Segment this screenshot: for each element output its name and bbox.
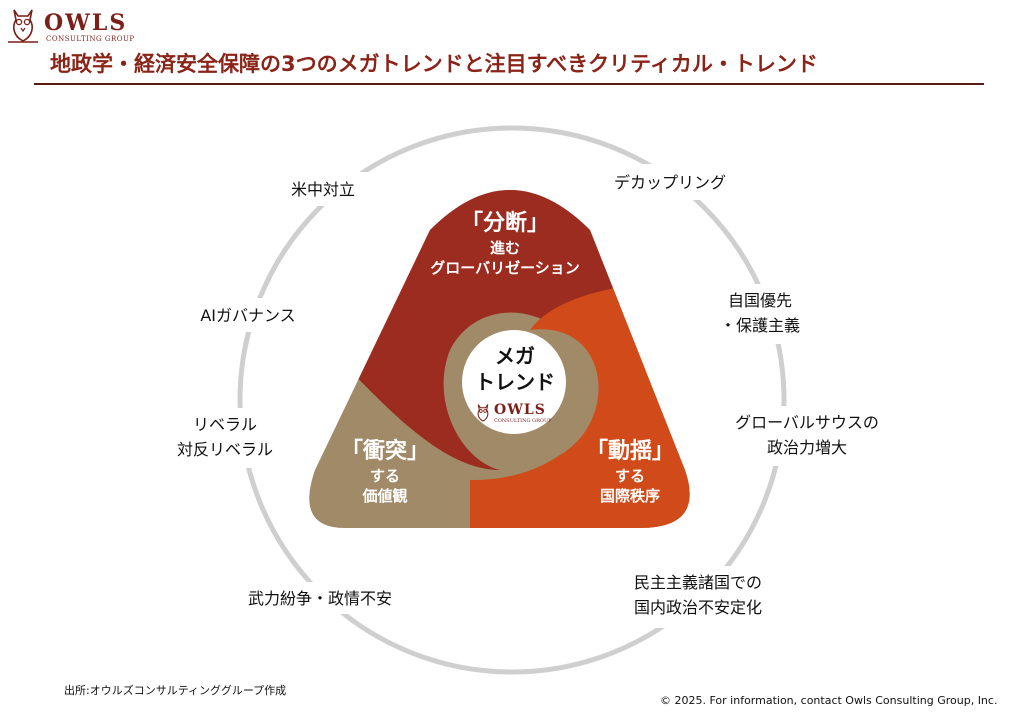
trend-us-china-line1: 米中対立 bbox=[290, 180, 355, 199]
page-title: 地政学・経済安全保障の3つのメガトレンドと注目すべきクリティカル・トレンド bbox=[50, 52, 818, 76]
outer-ring bbox=[160, 125, 910, 675]
title-rule bbox=[34, 83, 984, 85]
megatrend-turmoil-head: 「動揺」 bbox=[585, 439, 674, 464]
megatrend-conflict-line3: 価値観 bbox=[362, 487, 408, 505]
trend-protectionism-line1: 自国優先 bbox=[727, 291, 792, 310]
owls-logo: OWLS CONSULTING GROUP bbox=[6, 4, 146, 46]
trend-liberal-line2: 対反リベラル bbox=[176, 440, 273, 459]
trend-liberal: リベラル 対反リベラル bbox=[162, 412, 288, 462]
center-line1: メガ bbox=[495, 344, 535, 368]
megatrend-conflict-label: 「衝突」 する 価値観 bbox=[330, 438, 440, 506]
outer-ring-circle bbox=[237, 125, 787, 675]
megatrend-division-line3: グローバリゼーション bbox=[430, 259, 580, 277]
megatrend-division-label: 「分断」 進む グローバリゼーション bbox=[420, 210, 590, 278]
megatrend-division-line2: 進む bbox=[489, 239, 520, 257]
megatrend-turmoil-line2: する bbox=[614, 467, 645, 485]
trend-democracy-instability: 民主主義諸国での 国内政治不安定化 bbox=[602, 570, 794, 620]
megatrend-conflict-head: 「衝突」 bbox=[340, 439, 429, 464]
center-logo-name: OWLS bbox=[494, 402, 546, 418]
trend-liberal-line1: リベラル bbox=[192, 415, 257, 434]
center-owls-logo: OWLS CONSULTING GROUP bbox=[474, 400, 554, 426]
trend-global-south: グローバルサウスの 政治力増大 bbox=[706, 410, 908, 460]
center-line2: トレンド bbox=[475, 370, 555, 394]
trend-global-south-line1: グローバルサウスの bbox=[735, 413, 879, 432]
center-label: メガ トレンド bbox=[470, 343, 560, 395]
trend-protectionism-line2: ・保護主義 bbox=[719, 316, 800, 335]
trend-global-south-line2: 政治力増大 bbox=[766, 438, 847, 457]
center-logo-subtitle: CONSULTING GROUP bbox=[494, 418, 552, 424]
megatrend-division-head: 「分断」 bbox=[460, 211, 549, 236]
center-owl-icon bbox=[477, 404, 489, 422]
megatrend-conflict-line2: する bbox=[369, 467, 400, 485]
trend-decoupling: デカップリング bbox=[598, 170, 742, 195]
trend-decoupling-line1: デカップリング bbox=[613, 173, 726, 192]
source-note: 出所:オウルズコンサルティンググループ作成 bbox=[64, 684, 287, 697]
copyright-note: © 2025. For information, contact Owls Co… bbox=[660, 694, 998, 707]
trend-armed-conflict-line1: 武力紛争・政情不安 bbox=[247, 589, 392, 608]
logo-name: OWLS bbox=[44, 10, 128, 36]
logo-subtitle: CONSULTING GROUP bbox=[46, 35, 135, 43]
trend-ai-governance-line1: AIガバナンス bbox=[200, 306, 296, 325]
trend-protectionism: 自国優先 ・保護主義 bbox=[705, 288, 815, 338]
trend-democracy-line1: 民主主義諸国での bbox=[633, 573, 762, 592]
trend-us-china: 米中対立 bbox=[273, 177, 373, 202]
megatrend-turmoil-label: 「動揺」 する 国際秩序 bbox=[575, 438, 685, 506]
trend-armed-conflict: 武力紛争・政情不安 bbox=[222, 586, 418, 611]
megatrend-turmoil-line3: 国際秩序 bbox=[599, 487, 660, 505]
owl-icon bbox=[8, 9, 38, 43]
trend-ai-governance: AIガバナンス bbox=[183, 303, 313, 328]
center-circle bbox=[462, 330, 566, 434]
trend-democracy-line2: 国内政治不安定化 bbox=[633, 598, 762, 617]
